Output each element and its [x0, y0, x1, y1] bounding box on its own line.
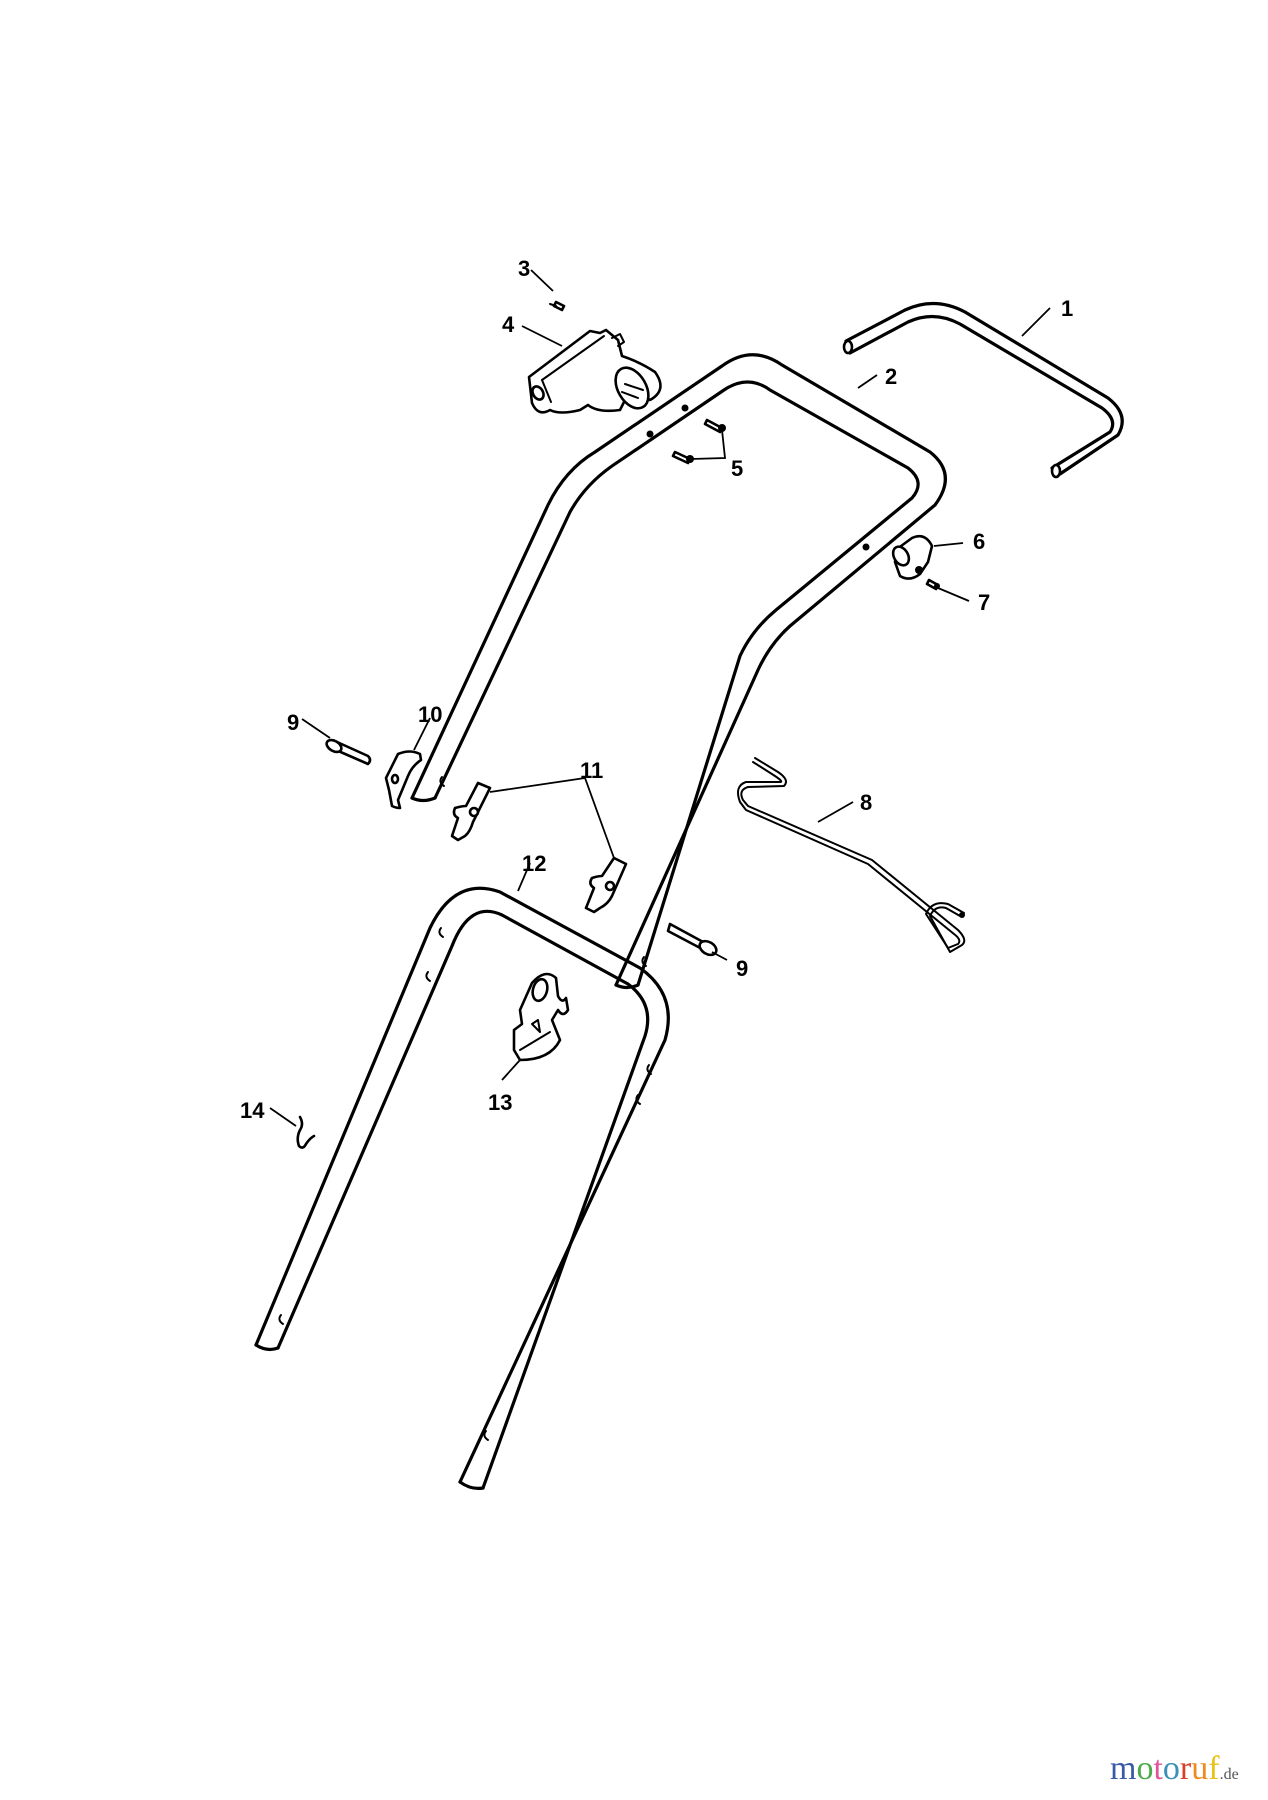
callout-14: 14: [240, 1098, 265, 1123]
part-14-clip: [296, 1115, 316, 1149]
callout-3: 3: [518, 256, 531, 281]
callout-1: 1: [1061, 296, 1074, 321]
part-10-latch-plate: [384, 750, 423, 810]
callout-13: 13: [488, 1090, 513, 1115]
logo-letter: f: [1208, 1750, 1220, 1787]
callout-4: 4: [502, 312, 515, 337]
part-6-cable-clip: [891, 534, 934, 580]
part-8-bail-wire: [737, 757, 966, 953]
callout-5: 5: [731, 456, 744, 481]
callout-2: 2: [885, 364, 898, 389]
part-5-bolts: [671, 418, 726, 465]
logo-letter: t: [1153, 1750, 1163, 1787]
callout-8: 8: [860, 790, 873, 815]
logo-letter: o: [1136, 1750, 1154, 1787]
callout-6: 6: [973, 529, 986, 554]
callout-9-left: 9: [287, 710, 300, 735]
logo-letter: m: [1110, 1750, 1137, 1787]
logo-tld: .de: [1219, 1766, 1239, 1783]
logo-letter: o: [1162, 1750, 1180, 1787]
motoruf-logo: motoruf.de: [1110, 1752, 1239, 1786]
part-4-bracket: [527, 328, 662, 414]
part-12-lower-handle: [254, 886, 670, 1490]
part-1-control-bar: [842, 301, 1124, 479]
part-9-bolt-right: [666, 922, 718, 957]
callout-7: 7: [978, 590, 991, 615]
part-7-screw: [925, 578, 940, 591]
part-9-bolt-left: [325, 738, 372, 766]
part-2-upper-handle: [410, 353, 947, 990]
callout-9-right: 9: [736, 956, 749, 981]
leader-11: [489, 777, 615, 859]
callout-10: 10: [418, 702, 443, 727]
logo-letter: r: [1179, 1750, 1192, 1787]
callout-12: 12: [522, 851, 547, 876]
callout-11: 11: [580, 758, 604, 783]
leader-lines: [269, 269, 1051, 1127]
logo-letter: u: [1191, 1750, 1209, 1787]
part-11-knob-upper: [450, 781, 492, 842]
part-3-screw: [549, 300, 566, 312]
part-13-hook: [512, 972, 570, 1062]
part-11-knob-lower: [584, 856, 628, 914]
